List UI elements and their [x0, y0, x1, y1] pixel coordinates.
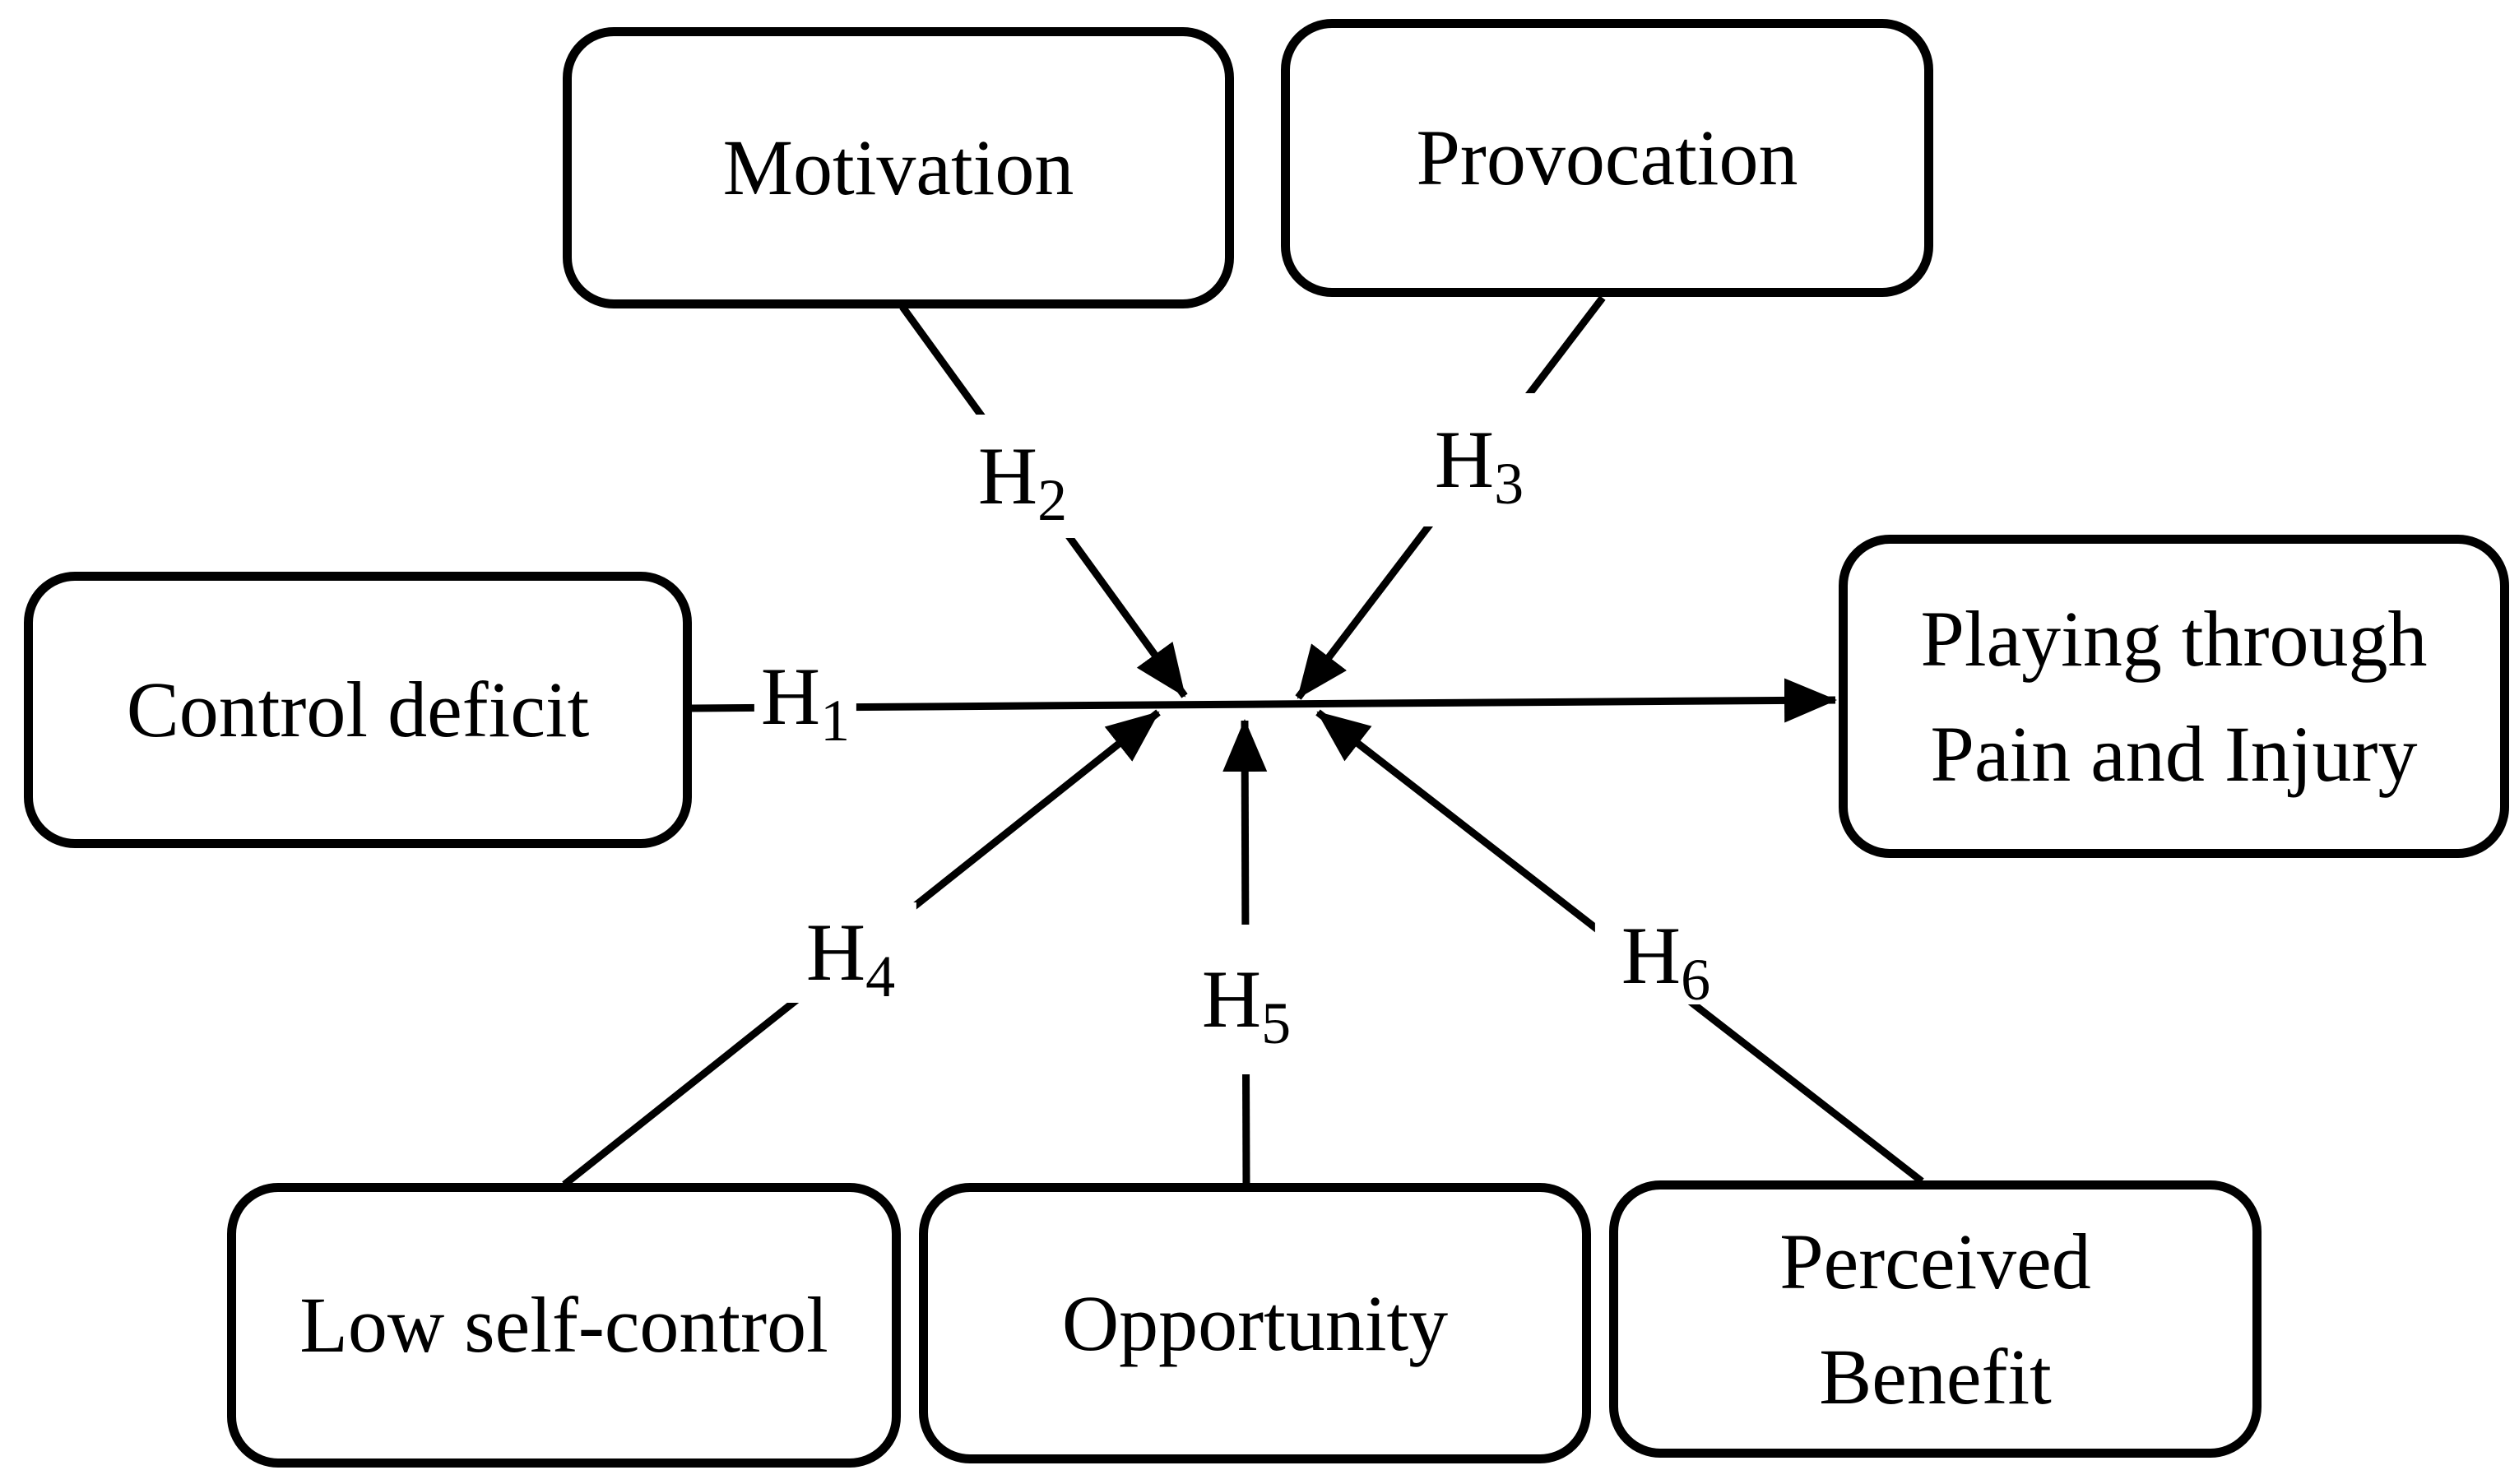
hypothesis-base: H	[977, 430, 1038, 522]
node-motivation: Motivation	[563, 27, 1234, 308]
hypothesis-subscript: 4	[865, 944, 896, 1009]
node-label: Motivation	[722, 123, 1074, 212]
node-label-line-1: Perceived	[1779, 1217, 2091, 1306]
hypothesis-subscript: 2	[1037, 467, 1068, 533]
node-label: Opportunity	[1061, 1278, 1449, 1367]
node-label-line-2: Pain and Injury	[1930, 709, 2418, 798]
hypothesis-label-h1: H1	[754, 651, 857, 750]
hypothesis-base: H	[805, 907, 866, 998]
hypothesis-label-h5: H5	[1195, 925, 1298, 1074]
hypothesis-base: H	[1621, 910, 1682, 1001]
node-opportunity: Opportunity	[919, 1183, 1591, 1463]
node-label-line-2: Benefit	[1819, 1332, 2052, 1421]
hypothesis-base: H	[1201, 953, 1262, 1045]
hypothesis-subscript: 1	[820, 688, 851, 754]
node-low-self-control: Low self-control	[227, 1183, 901, 1468]
hypothesis-base: H	[760, 651, 821, 742]
node-control-deficit: Control deficit	[24, 572, 692, 848]
hypothesis-label-h6: H6	[1594, 907, 1737, 1009]
node-label-line-1: Playing through	[1920, 595, 2428, 684]
node-perceived-benefit: Perceived Benefit	[1609, 1180, 2262, 1458]
node-provocation: Provocation	[1281, 19, 1933, 297]
node-label: Provocation	[1416, 114, 1798, 202]
hypothesis-subscript: 3	[1494, 451, 1524, 517]
hypothesis-base: H	[1434, 414, 1495, 505]
node-label: Low self-control	[299, 1281, 828, 1370]
hypothesis-subscript: 6	[1681, 947, 1711, 1013]
node-playing-through-pain-and-injury: Playing through Pain and Injury	[1839, 535, 2509, 858]
hypothesis-label-h3: H3	[1417, 393, 1541, 526]
arrow-control-deficit-to-outcome	[691, 678, 1837, 723]
hypothesis-label-h4: H4	[784, 902, 917, 1006]
hypothesis-label-h2: H2	[961, 415, 1084, 538]
node-label: Control deficit	[126, 665, 590, 754]
hypothesis-subscript: 5	[1261, 990, 1292, 1056]
